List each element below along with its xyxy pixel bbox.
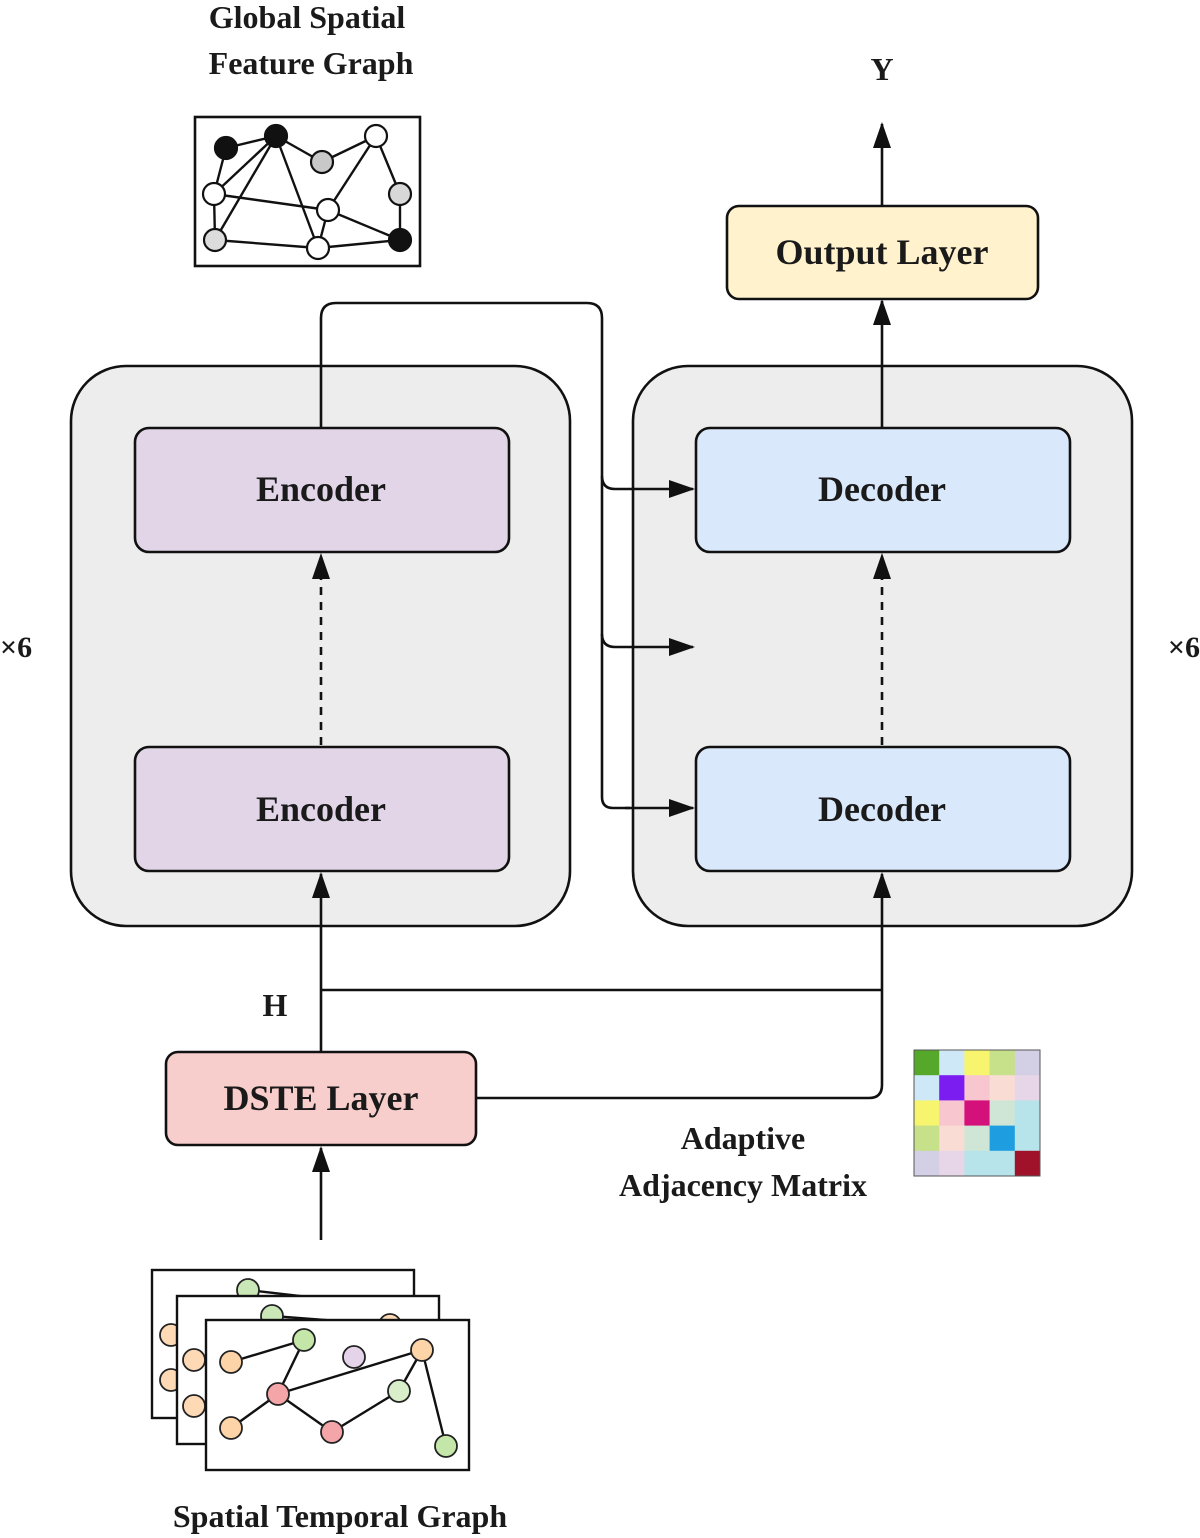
matrix-cell — [939, 1125, 965, 1152]
matrix-cell — [939, 1075, 965, 1101]
skip-arrow-middle — [600, 633, 695, 656]
matrix-cell — [939, 1100, 965, 1127]
encoder-top-label: Encoder — [256, 469, 386, 509]
dste-layer-label: DSTE Layer — [223, 1078, 418, 1118]
matrix-cell — [914, 1100, 940, 1127]
decoder-bottom-label: Decoder — [818, 789, 946, 829]
matrix-cell — [914, 1150, 940, 1177]
output-symbol: Y — [870, 51, 893, 87]
encoder-repeat-label: ×6 — [0, 631, 32, 664]
matrix-cell — [989, 1050, 1016, 1076]
global-graph-title-line2: Feature Graph — [209, 45, 414, 81]
matrix-cell — [964, 1075, 991, 1101]
dste-layer-box — [164, 1050, 478, 1147]
matrix-cell — [989, 1075, 1016, 1101]
matrix-cell — [1014, 1050, 1041, 1076]
decoder-bottom-box — [694, 745, 1072, 873]
matrix-cell — [914, 1125, 940, 1152]
decoder-top-box — [694, 426, 1072, 554]
matrix-cell — [989, 1150, 1016, 1177]
adjacency-to-decoder-arrow — [476, 872, 891, 1100]
matrix-cell — [1014, 1150, 1041, 1177]
matrix-cell — [939, 1050, 965, 1076]
matrix-cell — [1014, 1125, 1041, 1152]
encoder-top-box — [133, 426, 511, 554]
matrix-cell — [964, 1150, 991, 1177]
global-graph-title-line1: Global Spatial — [209, 0, 406, 35]
output-layer-label: Output Layer — [775, 232, 988, 272]
adaptive-matrix-label-line2: Adjacency Matrix — [619, 1167, 867, 1203]
matrix-cell — [989, 1100, 1016, 1127]
matrix-cell — [989, 1125, 1016, 1152]
adaptive-matrix-label-line1: Adaptive — [681, 1120, 805, 1156]
matrix-cell — [964, 1100, 991, 1127]
matrix-cell — [914, 1075, 940, 1101]
spatial-temporal-graph-label: Spatial Temporal Graph — [173, 1498, 508, 1534]
encoder-bottom-box — [133, 745, 511, 873]
encoder-bottom-label: Encoder — [256, 789, 386, 829]
adaptive-adjacency-matrix-icon — [913, 1049, 1041, 1177]
global-feature-graph-icon — [193, 115, 422, 268]
matrix-border — [913, 1049, 1041, 1177]
matrix-cell — [1014, 1075, 1041, 1101]
decoder-top-label: Decoder — [818, 469, 946, 509]
matrix-cell — [914, 1050, 940, 1076]
encoder-decoder-connection — [319, 301, 630, 810]
spatial-temporal-graph-icon — [150, 1268, 471, 1472]
skip-arrow-top-decoder — [600, 475, 695, 498]
hidden-symbol: H — [263, 987, 288, 1023]
matrix-cell — [964, 1125, 991, 1152]
matrix-cell — [939, 1150, 965, 1177]
matrix-cell — [964, 1050, 991, 1076]
decoder-repeat-label: ×6 — [1168, 631, 1200, 664]
matrix-cell — [1014, 1100, 1041, 1127]
